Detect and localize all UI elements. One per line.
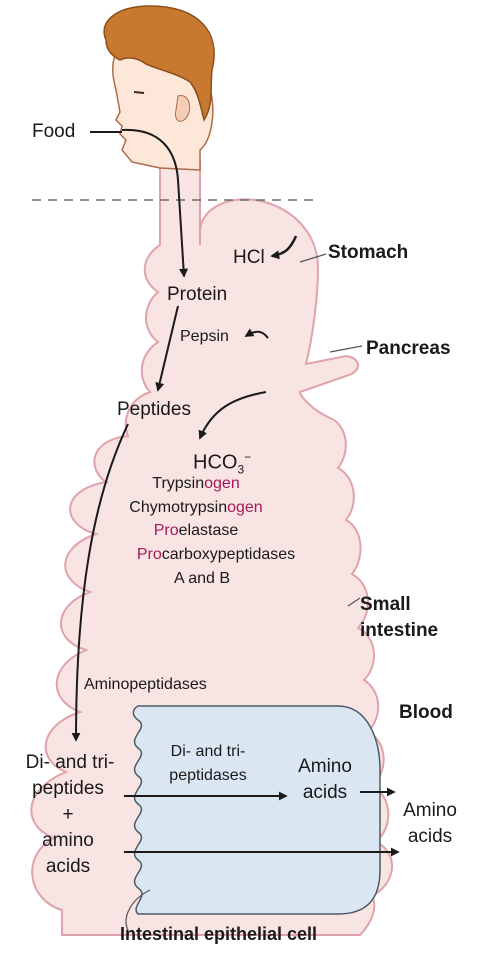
amino-acids-lumen-label-2: acids [45, 856, 91, 877]
hcl-arrow [270, 235, 298, 260]
stomach-label: Stomach [328, 242, 409, 263]
pancreas-leader [329, 345, 363, 353]
peptides-to-ditripeptides-arrow [71, 423, 129, 742]
zymogen-text: elastase [178, 522, 239, 539]
aminopeptidases-label: Aminopeptidases [84, 676, 207, 693]
bicarbonate-label: HCO3− [193, 450, 251, 477]
epithelial-cell-label: Intestinal epithelial cell [120, 924, 318, 944]
pepsin-arrow [244, 328, 269, 339]
amino-acids-cell-label-2: acids [302, 782, 348, 803]
zymogen-text: A and B [173, 570, 231, 587]
zymogen-a-and-b: A and B [174, 570, 230, 588]
zymogen-accent: ogen [204, 475, 240, 492]
di-tri-peptidases-label-1: Di- and tri- [170, 743, 246, 760]
amino-acids-blood-label-2: acids [407, 826, 453, 847]
zymogen-accent: Pro [153, 522, 179, 539]
amino-acids-lumen-label-1: amino [42, 830, 94, 851]
zymogen-text: Chymotrypsin [129, 499, 228, 516]
head-illustration [103, 5, 215, 171]
ear [175, 95, 191, 122]
small-intestine-label-1: Small [360, 594, 411, 615]
stomach-leader [299, 253, 327, 263]
cell-leader [125, 889, 151, 931]
plus-label: + [62, 804, 74, 825]
amino-acids-cell-label-1: Amino [298, 756, 352, 777]
zymogen-proelastase: Proelastase [154, 522, 239, 540]
food-to-protein-arrow [121, 128, 189, 278]
hair [103, 5, 215, 122]
small-intestine-label-2: intestine [360, 620, 439, 641]
zymogen-text: Trypsin [152, 475, 205, 492]
di-tri-peptides-label-2: peptides [32, 778, 104, 799]
eye [133, 91, 145, 94]
zymogen-procarboxypeptidases: Procarboxypeptidases [137, 546, 295, 564]
protein-to-peptides-arrow [155, 305, 179, 392]
bicarbonate-sup: − [244, 450, 252, 464]
food-label: Food [32, 121, 76, 142]
zymogen-accent: ogen [227, 499, 263, 516]
di-tri-peptides-label-1: Di- and tri- [25, 752, 115, 773]
pepsin-label: Pepsin [180, 328, 229, 345]
zymogen-text: carboxypeptidases [161, 546, 296, 563]
hcl-label: HCl [233, 247, 265, 268]
di-tri-peptidases-label-2: peptidases [169, 767, 247, 784]
intestine-leader [347, 597, 361, 607]
zymogen-trypsinogen: Trypsinogen [152, 475, 239, 493]
peptides-label: Peptides [117, 399, 191, 420]
pancreas-label: Pancreas [366, 338, 451, 359]
amino-acids-blood-label-1: Amino [403, 800, 457, 821]
blood-label: Blood [399, 702, 453, 723]
protein-label: Protein [167, 284, 228, 305]
zymogen-accent: Pro [136, 546, 162, 563]
bicarbonate-sub: 3 [237, 462, 245, 477]
zymogen-chymotrypsinogen: Chymotrypsinogen [129, 499, 262, 517]
bicarbonate-base: HCO [193, 451, 238, 474]
pancreas-to-lumen-arrow [198, 391, 267, 440]
epithelial-cell [132, 705, 381, 915]
